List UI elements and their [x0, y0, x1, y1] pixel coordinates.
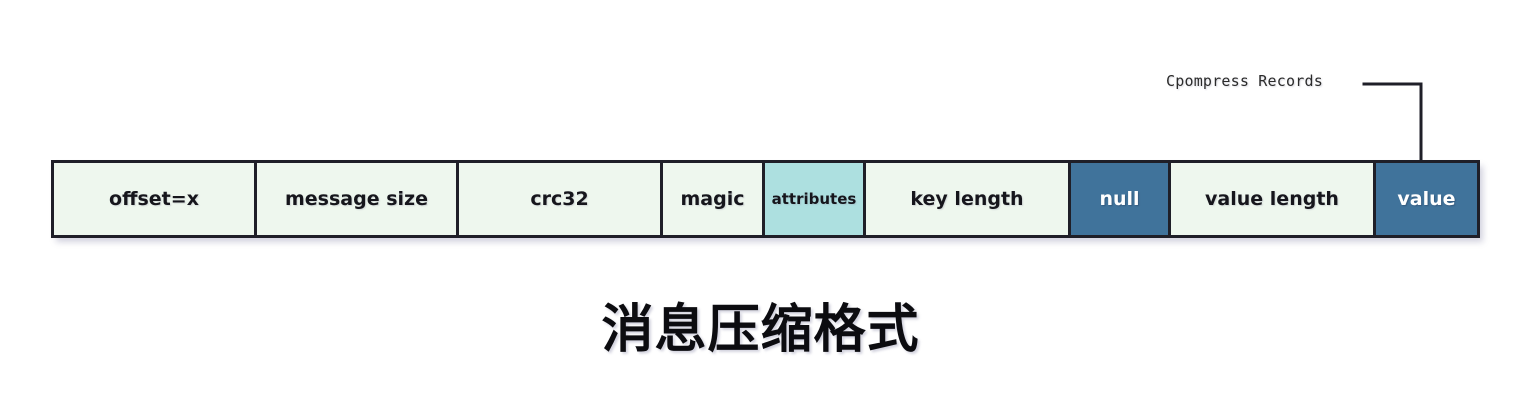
record-cell-magic: magic: [663, 163, 765, 235]
record-cell-key-length: key length: [866, 163, 1071, 235]
record-cell-attributes: attributes: [765, 163, 866, 235]
record-cell-null: null: [1071, 163, 1171, 235]
annotation-label-compress-records: Cpompress Records: [1166, 72, 1323, 90]
annotation-connector-line: [1362, 82, 1423, 166]
record-cell-value-length: value length: [1171, 163, 1376, 235]
record-cell-crc32: crc32: [459, 163, 663, 235]
record-cell-value: value: [1376, 163, 1477, 235]
record-cell-message-size: message size: [257, 163, 459, 235]
record-cell-offset: offset=x: [54, 163, 257, 235]
message-record-bar: offset=x message size crc32 magic attrib…: [51, 160, 1480, 238]
diagram-title: 消息压缩格式: [601, 300, 920, 360]
